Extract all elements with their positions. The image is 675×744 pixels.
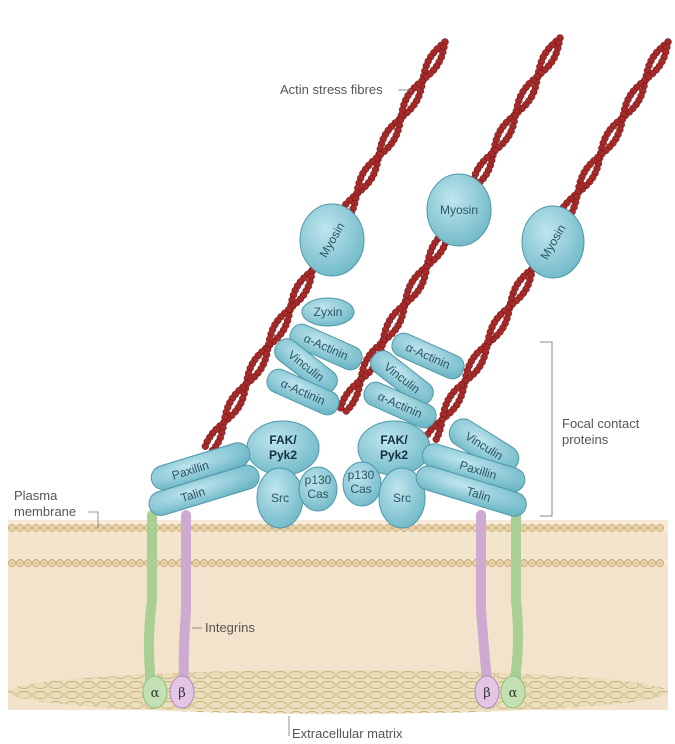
fak-pyk2-left: FAK/ Pyk2 <box>247 421 319 475</box>
svg-text:FAK/: FAK/ <box>380 433 408 447</box>
label-integrins: Integrins <box>205 620 255 635</box>
p130-cas-right: p130 Cas <box>343 462 381 506</box>
svg-text:Pyk2: Pyk2 <box>380 448 408 462</box>
myosin-left: Myosin <box>300 204 364 276</box>
focal-contact-bracket <box>540 342 552 516</box>
extracellular-matrix <box>8 670 668 714</box>
svg-text:Myosin: Myosin <box>440 203 478 217</box>
svg-text:Cas: Cas <box>307 487 328 501</box>
label-extracellular-matrix: Extracellular matrix <box>292 726 403 741</box>
svg-text:Zyxin: Zyxin <box>314 305 343 319</box>
svg-text:p130: p130 <box>305 473 332 487</box>
label-actin-stress-fibres: Actin stress fibres <box>280 82 383 97</box>
svg-text:Src: Src <box>393 491 411 505</box>
label-focal-contact-1: Focal contact <box>562 416 640 431</box>
myosin-right: Myosin <box>522 206 584 278</box>
svg-text:Src: Src <box>271 491 289 505</box>
svg-text:p130: p130 <box>348 468 375 482</box>
myosin-middle: Myosin <box>427 174 491 246</box>
label-plasma-2: membrane <box>14 504 76 519</box>
beta-label-left: β <box>178 686 186 701</box>
src-left: Src <box>257 468 303 528</box>
svg-text:Pyk2: Pyk2 <box>269 448 297 462</box>
beta-label-right: β <box>483 686 491 701</box>
svg-text:FAK/: FAK/ <box>269 433 297 447</box>
p130-cas-left: p130 Cas <box>299 467 337 511</box>
label-plasma-1: Plasma <box>14 488 58 503</box>
label-focal-contact-2: proteins <box>562 432 609 447</box>
zyxin: Zyxin <box>302 298 354 326</box>
alpha-label-right: α <box>509 686 518 701</box>
alpha-label-left: α <box>151 686 160 701</box>
svg-text:Cas: Cas <box>350 482 371 496</box>
